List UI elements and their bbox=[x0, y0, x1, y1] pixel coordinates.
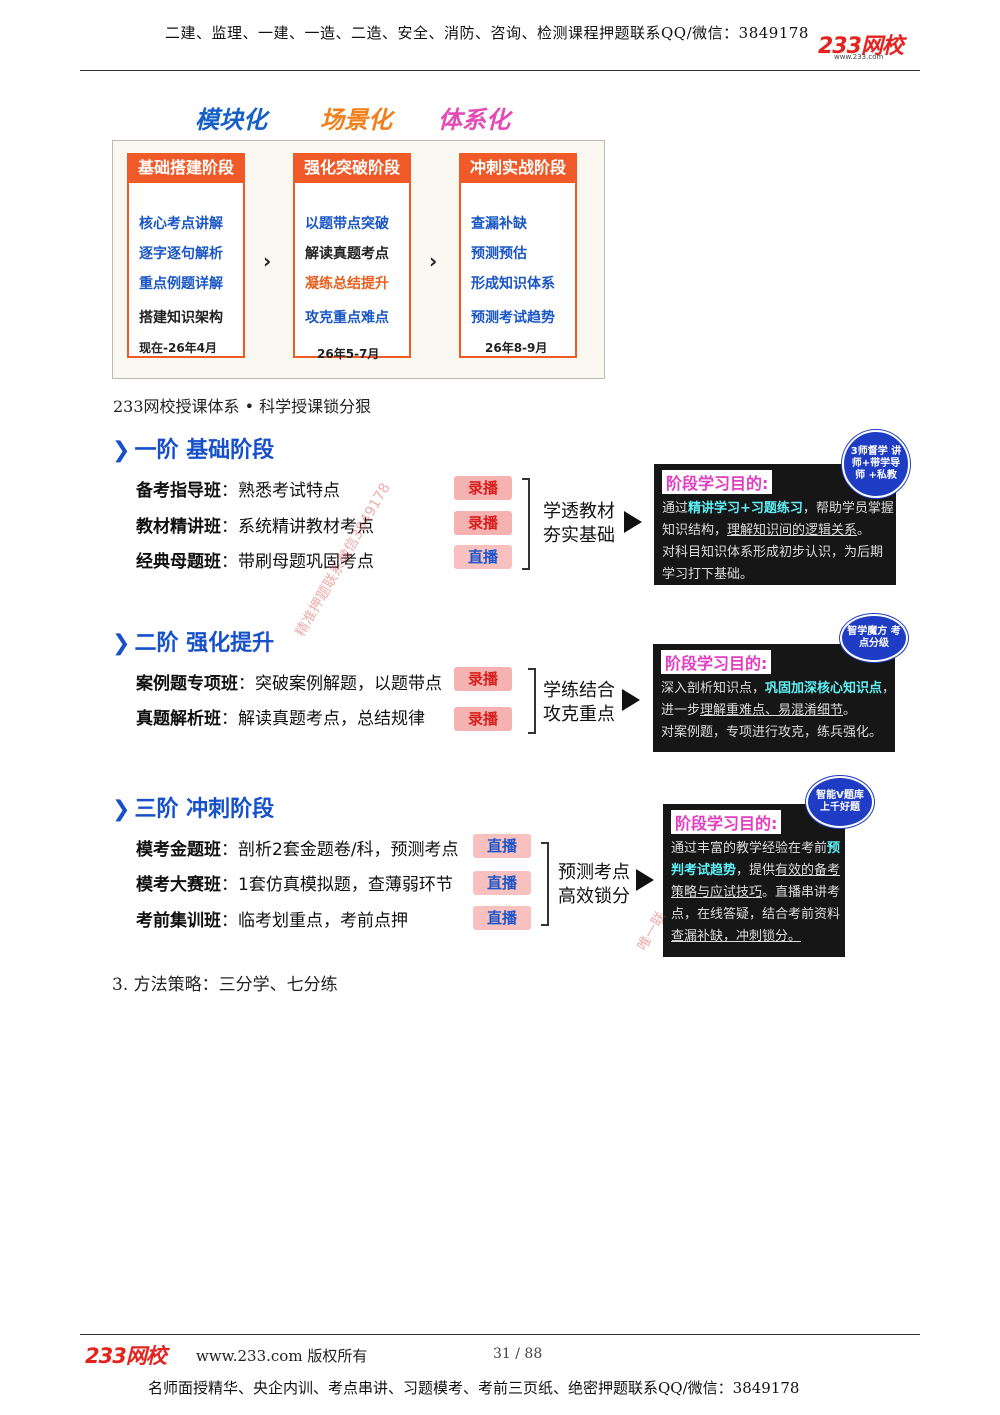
slogan-modular: 模块化 bbox=[195, 106, 267, 134]
live-tag: 直播 bbox=[473, 871, 531, 895]
step-title: ❯二阶 强化提升 bbox=[112, 631, 275, 656]
live-tag: 直播 bbox=[473, 906, 531, 930]
bracket bbox=[541, 842, 549, 926]
step-summary: 学透教材夯实基础 bbox=[543, 501, 615, 546]
bracket bbox=[528, 668, 536, 734]
course-row: 真题解析班：解读真题考点，总结规律 bbox=[136, 709, 425, 729]
method-heading: 3. 方法策略：三分学、七分练 bbox=[112, 975, 338, 995]
stage-date: 26年5-7月 bbox=[317, 347, 380, 361]
goal-heading: 阶段学习目的: bbox=[661, 650, 772, 674]
feature-badge: 智学魔方 考点分级 bbox=[840, 614, 908, 662]
header-divider bbox=[80, 70, 920, 71]
goal-box: 阶段学习目的: 深入剖析知识点，巩固加深核心知识点， 进一步理解重难点、易混淆细… bbox=[653, 644, 895, 752]
brand-logo: 233网校 www.233.com bbox=[818, 28, 918, 61]
slogan-system: 体系化 bbox=[438, 106, 510, 134]
live-tag: 直播 bbox=[473, 834, 531, 858]
stage-date: 现在-26年4月 bbox=[139, 341, 218, 355]
step-title: ❯三阶 冲刺阶段 bbox=[112, 797, 275, 822]
footer-copyright: www.233.com 版权所有 bbox=[196, 1347, 368, 1365]
goal-heading: 阶段学习目的: bbox=[662, 470, 773, 494]
stage-item: 查漏补缺 bbox=[471, 216, 527, 232]
header-text: 二建、监理、一建、一造、二造、安全、消防、咨询、检测课程押题联系QQ/微信：38… bbox=[165, 24, 809, 42]
stage-title: 基础搭建阶段 bbox=[127, 153, 245, 183]
diagram-caption: 233网校授课体系 • 科学授课锁分狠 bbox=[113, 397, 372, 416]
recorded-tag: 录播 bbox=[454, 667, 512, 691]
stage-card: 强化突破阶段 以题带点突破 解读真题考点 凝练总结提升 攻克重点难点 26年5-… bbox=[293, 153, 411, 361]
recorded-tag: 录播 bbox=[454, 511, 512, 535]
stage-card: 基础搭建阶段 核心考点讲解 逐字逐句解析 重点例题详解 搭建知识架构 现在-26… bbox=[127, 153, 245, 358]
stage-card: 冲刺实战阶段 查漏补缺 预测预估 形成知识体系 预测考试趋势 26年8-9月 bbox=[459, 153, 577, 358]
stage-diagram: 基础搭建阶段 核心考点讲解 逐字逐句解析 重点例题详解 搭建知识架构 现在-26… bbox=[112, 140, 605, 379]
step-summary: 学练结合攻克重点 bbox=[543, 680, 615, 725]
page-number: 31 / 88 bbox=[493, 1346, 543, 1362]
course-row: 考前集训班：临考划重点，考前点押 bbox=[136, 911, 408, 931]
stage-title: 强化突破阶段 bbox=[293, 153, 411, 183]
stage-item: 重点例题详解 bbox=[139, 276, 223, 292]
slogan-scenario: 场景化 bbox=[320, 106, 392, 134]
recorded-tag: 录播 bbox=[454, 707, 512, 731]
footer-divider bbox=[80, 1334, 920, 1335]
stage-item: 搭建知识架构 bbox=[139, 310, 223, 326]
stage-item: 预测预估 bbox=[471, 246, 527, 262]
stage-item: 形成知识体系 bbox=[471, 276, 555, 292]
stage-item: 以题带点突破 bbox=[305, 216, 389, 232]
live-tag: 直播 bbox=[454, 545, 512, 569]
arrow-right-icon bbox=[636, 869, 654, 891]
stage-item: 核心考点讲解 bbox=[139, 216, 223, 232]
recorded-tag: 录播 bbox=[454, 476, 512, 500]
stage-item: 预测考试趋势 bbox=[471, 310, 555, 326]
footer-logo: 233网校 bbox=[85, 1344, 167, 1368]
arrow-right-icon bbox=[622, 689, 640, 711]
logo-url: www.233.com bbox=[834, 53, 884, 61]
course-row: 模考大赛班：1套仿真模拟题，查薄弱环节 bbox=[136, 875, 453, 895]
double-chevron-icon: ❯ bbox=[112, 797, 131, 822]
feature-badge: 3师督学 讲师+带学导师 +私教 bbox=[842, 430, 910, 498]
course-row: 教材精讲班：系统精讲教材考点 bbox=[136, 517, 374, 537]
footer-text: 名师面授精华、央企内训、考点串讲、习题模考、考前三页纸、绝密押题联系QQ/微信：… bbox=[148, 1379, 800, 1397]
chevron-right-icon: › bbox=[429, 249, 438, 273]
feature-badge: 智能V题库 上千好题 bbox=[806, 776, 874, 828]
double-chevron-icon: ❯ bbox=[112, 438, 131, 463]
logo-text: 233网校 bbox=[818, 34, 904, 59]
goal-heading: 阶段学习目的: bbox=[671, 810, 782, 834]
course-row: 经典母题班：带刷母题巩固考点 bbox=[136, 552, 374, 572]
stage-item: 攻克重点难点 bbox=[305, 310, 389, 326]
stage-item: 凝练总结提升 bbox=[305, 276, 389, 292]
stage-item: 逐字逐句解析 bbox=[139, 246, 223, 262]
arrow-right-icon bbox=[624, 511, 642, 533]
bracket bbox=[522, 478, 530, 570]
chevron-right-icon: › bbox=[263, 249, 272, 273]
stage-date: 26年8-9月 bbox=[485, 341, 548, 355]
course-row: 模考金题班：剖析2套金题卷/科，预测考点 bbox=[136, 840, 459, 860]
course-row: 案例题专项班：突破案例解题，以题带点 bbox=[136, 674, 442, 694]
step-summary: 预测考点高效锁分 bbox=[558, 862, 630, 907]
double-chevron-icon: ❯ bbox=[112, 631, 131, 656]
step-title: ❯一阶 基础阶段 bbox=[112, 438, 275, 463]
goal-box: 阶段学习目的: 通过丰富的教学经验在考前预 判考试趋势，提供有效的备考 策略与应… bbox=[663, 804, 845, 957]
stage-title: 冲刺实战阶段 bbox=[459, 153, 577, 183]
course-row: 备考指导班：熟悉考试特点 bbox=[136, 481, 340, 501]
stage-item: 解读真题考点 bbox=[305, 246, 389, 262]
